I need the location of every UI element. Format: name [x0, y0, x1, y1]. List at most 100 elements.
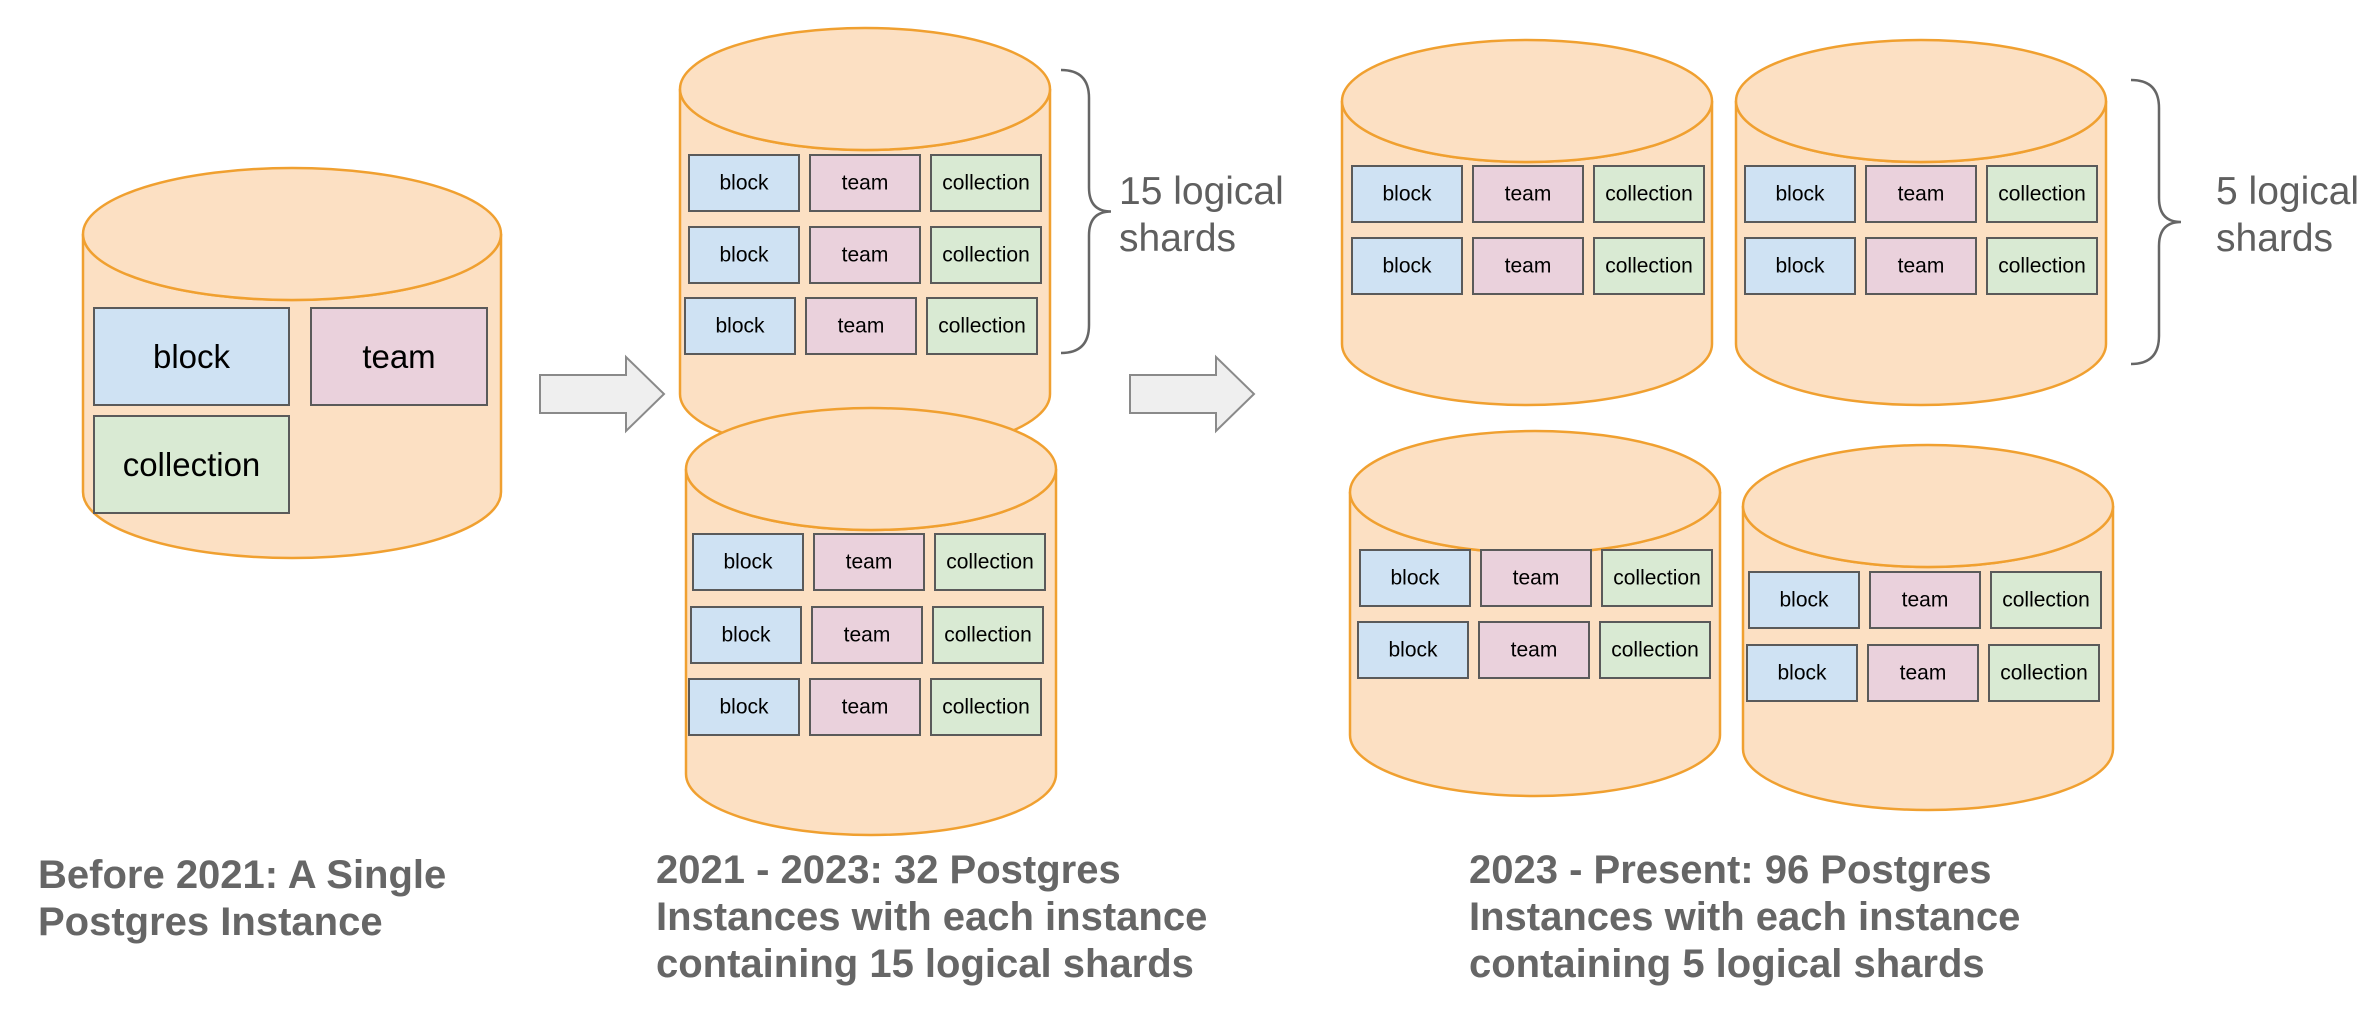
block-box-rect	[688, 226, 800, 284]
team-table-box: team	[809, 226, 921, 284]
collection-label: collection	[1998, 255, 2086, 278]
block-box-rect	[692, 533, 804, 591]
team-box-rect	[805, 297, 917, 355]
team-table-box: team	[811, 606, 923, 664]
caption-line: Postgres Instance	[38, 900, 383, 944]
block-table-box: block	[688, 154, 800, 212]
team-label: team	[1511, 639, 1558, 662]
collection-label: collection	[1605, 255, 1693, 278]
team-label: team	[1505, 255, 1552, 278]
team-table-box: team	[1865, 165, 1977, 223]
shard-count-label: shards	[2216, 217, 2333, 260]
team-box-rect	[809, 226, 921, 284]
collection-box-rect	[1986, 165, 2098, 223]
block-label: block	[1775, 183, 1825, 206]
block-table-box: block	[1351, 165, 1463, 223]
block-label: block	[1382, 255, 1432, 278]
block-box-rect	[1746, 644, 1858, 702]
collection-label: collection	[944, 624, 1032, 647]
collection-table-box: collection	[1599, 621, 1711, 679]
block-box-rect	[684, 297, 796, 355]
database-cylinders	[81, 26, 2115, 837]
collection-label: collection	[942, 244, 1030, 267]
block-table-box: block	[692, 533, 804, 591]
team-table-box: team	[1480, 549, 1592, 607]
collection-box-rect	[93, 415, 290, 514]
team-table-box: team	[809, 154, 921, 212]
block-table-box: block	[1351, 237, 1463, 295]
collection-table-box: collection	[930, 678, 1042, 736]
block-table-box: block	[1746, 644, 1858, 702]
block-label: block	[715, 315, 765, 338]
cylinder-top	[678, 26, 1052, 152]
team-label: team	[842, 244, 889, 267]
block-table-box: block	[1748, 571, 1860, 629]
collection-box-rect	[930, 226, 1042, 284]
right-arrow-icon	[1129, 354, 1256, 434]
block-label: block	[1388, 639, 1438, 662]
block-label: block	[719, 696, 769, 719]
cylinder-top	[1734, 38, 2108, 164]
collection-label: collection	[1611, 639, 1699, 662]
collection-table-box: collection	[1990, 571, 2102, 629]
collection-table-box: collection	[93, 415, 290, 514]
team-label: team	[844, 624, 891, 647]
block-table-box: block	[684, 297, 796, 355]
team-box-rect	[1478, 621, 1590, 679]
block-label: block	[719, 244, 769, 267]
team-label: team	[1898, 255, 1945, 278]
block-label: block	[1775, 255, 1825, 278]
collection-box-rect	[926, 297, 1038, 355]
team-label: team	[1902, 589, 1949, 612]
right-arrow-icon	[539, 354, 666, 434]
team-table-box: team	[1867, 644, 1979, 702]
collection-table-box: collection	[1988, 644, 2100, 702]
collection-table-box: collection	[934, 533, 1046, 591]
collection-label: collection	[938, 315, 1026, 338]
team-table-box: team	[1472, 165, 1584, 223]
collection-box-rect	[1599, 621, 1711, 679]
block-table-box: block	[1359, 549, 1471, 607]
collection-table-box: collection	[1593, 165, 1705, 223]
team-table-box: team	[1869, 571, 1981, 629]
collection-box-rect	[1988, 644, 2100, 702]
team-label: team	[1898, 183, 1945, 206]
block-label: block	[723, 551, 773, 574]
shard-count-label: 5 logical	[2216, 170, 2359, 213]
block-box-rect	[1351, 165, 1463, 223]
collection-table-box: collection	[1986, 165, 2098, 223]
caption-line: containing 15 logical shards	[656, 942, 1194, 986]
block-box-rect	[1744, 237, 1856, 295]
team-label: team	[362, 338, 435, 375]
block-box-rect	[1351, 237, 1463, 295]
block-box-rect	[688, 154, 800, 212]
team-table-box: team	[1472, 237, 1584, 295]
block-label: block	[1777, 662, 1827, 685]
cylinder-top	[684, 406, 1058, 532]
caption-line: containing 5 logical shards	[1469, 942, 1985, 986]
curly-brace-15-shards	[1060, 68, 1112, 355]
collection-table-box: collection	[930, 154, 1042, 212]
caption-line: Instances with each instance	[1469, 895, 2021, 939]
collection-table-box: collection	[1593, 237, 1705, 295]
shard-count-label: 15 logical	[1119, 170, 1284, 213]
team-label: team	[1513, 567, 1560, 590]
block-label: block	[1382, 183, 1432, 206]
collection-label: collection	[946, 551, 1034, 574]
team-label: team	[1900, 662, 1947, 685]
block-box-rect	[690, 606, 802, 664]
collection-label: collection	[1605, 183, 1693, 206]
collection-table-box: collection	[1986, 237, 2098, 295]
team-box-rect	[1472, 237, 1584, 295]
caption-line: Instances with each instance	[656, 895, 1208, 939]
collection-label: collection	[1613, 567, 1701, 590]
collection-box-rect	[1593, 237, 1705, 295]
team-table-box: team	[310, 307, 488, 406]
team-table-box: team	[1478, 621, 1590, 679]
collection-label: collection	[942, 172, 1030, 195]
team-label: team	[842, 172, 889, 195]
block-table-box: block	[93, 307, 290, 406]
block-label: block	[1779, 589, 1829, 612]
